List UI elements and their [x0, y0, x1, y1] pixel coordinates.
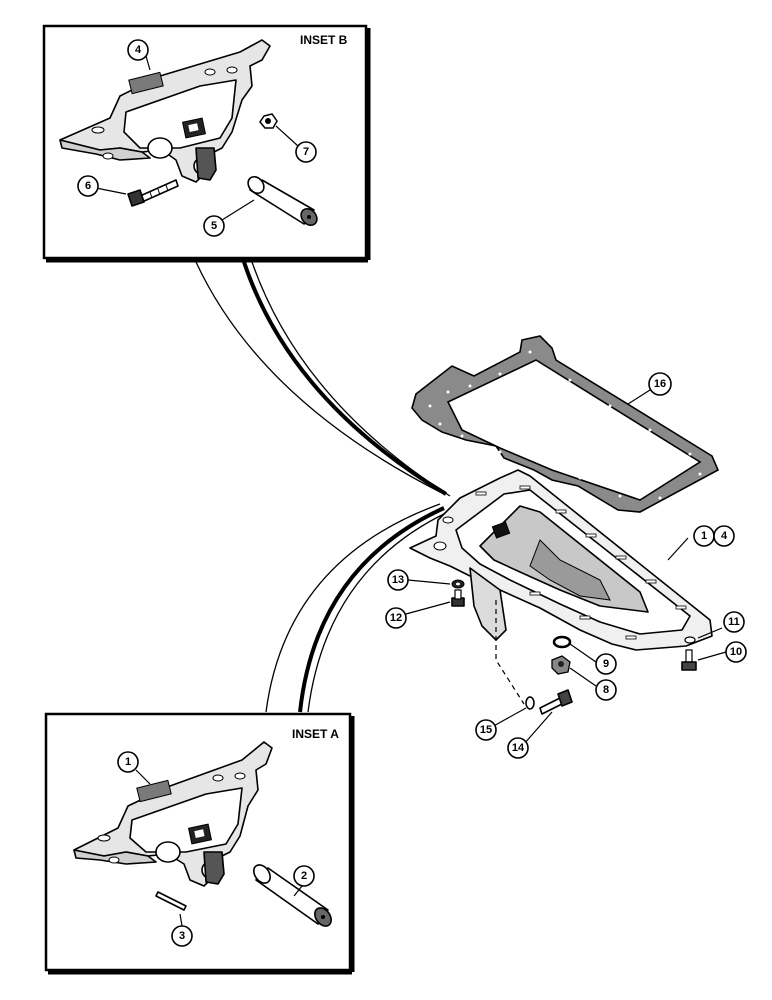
callout-6: 6: [77, 175, 99, 197]
svg-text:11: 11: [728, 616, 740, 628]
svg-text:14: 14: [512, 742, 525, 754]
nut-part-7: [259, 113, 278, 129]
svg-text:15: 15: [480, 724, 492, 736]
svg-text:2: 2: [301, 870, 307, 882]
svg-text:3: 3: [179, 930, 185, 942]
callout-1: 1: [117, 751, 139, 773]
inset-a-connector: [265, 503, 449, 713]
svg-text:6: 6: [85, 180, 91, 192]
callout-pan-4: 4: [713, 525, 735, 547]
callout-9: 9: [595, 653, 617, 675]
callout-4: 4: [127, 39, 149, 61]
bolt-part-6: [127, 179, 179, 207]
inset-b-label: INSET B: [300, 33, 348, 47]
roll-pin-part-3: [155, 891, 187, 911]
callout-11: 11: [723, 611, 745, 633]
svg-text:13: 13: [392, 574, 404, 586]
inset-b: INSET B: [42, 24, 371, 263]
oil-pan-main: [409, 469, 713, 651]
seal-ring-part-15: [525, 696, 535, 710]
callout-10: 10: [725, 641, 747, 663]
callout-13: 13: [387, 569, 409, 591]
svg-text:4: 4: [135, 44, 142, 56]
seal-ring-part-9: [552, 635, 572, 649]
svg-text:12: 12: [390, 612, 402, 624]
callout-16: 16: [648, 372, 672, 396]
plug-part-8: [551, 655, 571, 675]
svg-text:4: 4: [721, 530, 728, 542]
callout-2: 2: [293, 865, 315, 887]
svg-text:16: 16: [654, 378, 666, 390]
svg-text:10: 10: [730, 646, 742, 658]
callout-3: 3: [171, 925, 193, 947]
callout-5: 5: [203, 215, 225, 237]
svg-text:5: 5: [211, 220, 217, 232]
inset-a: INSET A: [44, 712, 355, 975]
inset-a-label: INSET A: [292, 727, 339, 741]
pin-part-5: [247, 175, 318, 227]
bolt-part-10: [681, 649, 697, 671]
callout-12: 12: [385, 607, 407, 629]
pan-drain-window-main: [491, 521, 511, 539]
callout-14: 14: [507, 737, 529, 759]
bolt-part-12: [451, 589, 465, 607]
pan-window-b: [128, 71, 164, 95]
callout-8: 8: [595, 679, 617, 701]
callout-15: 15: [475, 719, 497, 741]
svg-text:7: 7: [303, 146, 309, 158]
pin-part-2: [253, 864, 332, 927]
inset-b-connector: [195, 261, 451, 497]
pan-front-section-b: [59, 39, 271, 183]
callout-7: 7: [295, 141, 317, 163]
pan-window-a: [136, 779, 172, 803]
svg-text:8: 8: [603, 684, 609, 696]
gasket-part-16: [411, 335, 720, 513]
svg-text:1: 1: [701, 530, 707, 542]
callout-pan-1: 1: [693, 525, 715, 547]
svg-text:1: 1: [125, 756, 131, 768]
washer-part-11: [684, 636, 696, 644]
svg-text:9: 9: [603, 658, 609, 670]
washer-part-13: [451, 579, 465, 589]
pan-front-section-a: [73, 741, 273, 887]
bolt-part-14: [539, 689, 573, 715]
